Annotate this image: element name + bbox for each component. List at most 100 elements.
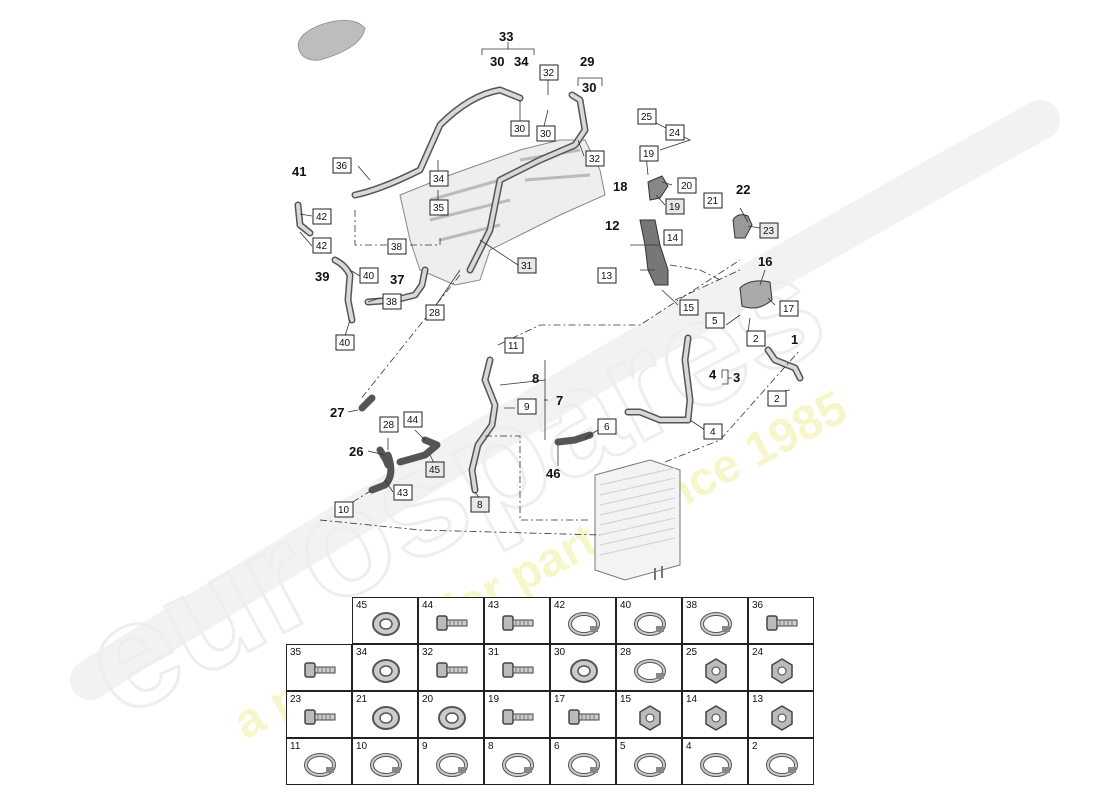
parts-cell-5: 5 (616, 738, 682, 785)
parts-cell-11: 11 (286, 738, 352, 785)
parts-cell-number: 43 (488, 600, 500, 611)
callout-30-box-a: 30 (514, 124, 526, 135)
callout-27: 27 (330, 405, 344, 420)
callout-41: 41 (292, 164, 306, 179)
callout-44: 44 (407, 415, 419, 426)
radiator (594, 459, 681, 581)
callout-31: 31 (521, 261, 533, 272)
parts-cell-34: 34 (352, 644, 418, 691)
callout-8-box: 8 (477, 500, 483, 511)
callout-38-b: 38 (386, 297, 398, 308)
parts-cell-25: 25 (682, 644, 748, 691)
parts-cell-6: 6 (550, 738, 616, 785)
parts-cell-32: 32 (418, 644, 484, 691)
callout-24: 24 (669, 128, 681, 139)
callout-28-a: 28 (429, 308, 441, 319)
parts-cell-23: 23 (286, 691, 352, 738)
callout-40-a: 40 (363, 271, 375, 282)
callout-43: 43 (397, 488, 409, 499)
callout-1: 1 (791, 332, 798, 347)
parts-cell-number: 36 (752, 600, 764, 611)
callout-33: 33 (499, 29, 513, 44)
callout-8-bold: 8 (532, 371, 539, 386)
parts-cell-number: 8 (488, 741, 494, 752)
callout-29: 29 (580, 54, 594, 69)
callout-13: 13 (601, 271, 613, 282)
parts-cell-14: 14 (682, 691, 748, 738)
parts-cell-19: 19 (484, 691, 550, 738)
parts-cell-9: 9 (418, 738, 484, 785)
parts-cell-35: 35 (286, 644, 352, 691)
callout-labels: 33 30 34 29 30 32 30 30 32 36 34 35 41 4… (292, 29, 799, 518)
parts-cell-number: 19 (488, 694, 500, 705)
parts-cell-40: 40 (616, 597, 682, 644)
callout-20: 20 (681, 181, 693, 192)
parts-cell-number: 25 (686, 647, 698, 658)
parts-cell-13: 13 (748, 691, 814, 738)
callout-6: 6 (604, 422, 610, 433)
callout-30-box-b: 30 (540, 129, 552, 140)
callout-34-top: 34 (514, 54, 529, 69)
parts-cell-number: 24 (752, 647, 764, 658)
callout-14: 14 (667, 233, 679, 244)
callout-37: 37 (390, 272, 404, 287)
dashed-connections (319, 210, 801, 536)
parts-cell-number: 38 (686, 600, 698, 611)
callout-18: 18 (613, 179, 627, 194)
callout-10: 10 (338, 505, 350, 516)
parts-cell-38: 38 (682, 597, 748, 644)
parts-cell-43: 43 (484, 597, 550, 644)
callout-12: 12 (605, 218, 619, 233)
callout-30-right: 30 (582, 80, 596, 95)
parts-cell-8: 8 (484, 738, 550, 785)
leader-lines (299, 42, 791, 506)
callout-2-a: 2 (753, 334, 759, 345)
parts-cell-4: 4 (682, 738, 748, 785)
parts-cell-number: 34 (356, 647, 368, 658)
callout-4-bold: 4 (709, 367, 717, 382)
callout-34-box: 34 (433, 174, 445, 185)
parts-cell-number: 23 (290, 694, 302, 705)
engine-block (399, 139, 606, 286)
parts-cell-number: 32 (422, 647, 434, 658)
parts-cell-36: 36 (748, 597, 814, 644)
parts-cell-number: 13 (752, 694, 764, 705)
parts-cell-number: 21 (356, 694, 368, 705)
parts-cell-number: 31 (488, 647, 500, 658)
callout-30-top: 30 (490, 54, 504, 69)
parts-cell-28: 28 (616, 644, 682, 691)
parts-cell-30: 30 (550, 644, 616, 691)
parts-cell-17: 17 (550, 691, 616, 738)
callout-9: 9 (524, 402, 530, 413)
callout-19-a: 19 (643, 149, 655, 160)
parts-cell-number: 9 (422, 741, 428, 752)
parts-cell-number: 44 (422, 600, 434, 611)
callout-39: 39 (315, 269, 329, 284)
parts-cell-10: 10 (352, 738, 418, 785)
parts-cell-number: 4 (686, 741, 692, 752)
parts-cell-24: 24 (748, 644, 814, 691)
parts-cell-number: 15 (620, 694, 632, 705)
parts-cell-number: 5 (620, 741, 626, 752)
callout-45: 45 (429, 465, 441, 476)
callout-35: 35 (433, 203, 445, 214)
callout-16: 16 (758, 254, 772, 269)
parts-cell-number: 2 (752, 741, 758, 752)
callout-32-top: 32 (543, 68, 555, 79)
callout-4-box: 4 (710, 427, 716, 438)
callout-17: 17 (783, 304, 795, 315)
callout-21: 21 (707, 196, 719, 207)
parts-cell-number: 11 (290, 741, 301, 752)
parts-cell-number: 35 (290, 647, 302, 658)
parts-cell-number: 40 (620, 600, 632, 611)
callout-42-b: 42 (316, 241, 328, 252)
parts-cell-number: 28 (620, 647, 632, 658)
callout-2-b: 2 (774, 394, 780, 405)
parts-cell-number: 10 (356, 741, 368, 752)
callout-26: 26 (349, 444, 363, 459)
parts-cell-number: 42 (554, 600, 566, 611)
callout-42-a: 42 (316, 212, 328, 223)
parts-cell-number: 20 (422, 694, 434, 705)
callout-19-b: 19 (669, 202, 681, 213)
